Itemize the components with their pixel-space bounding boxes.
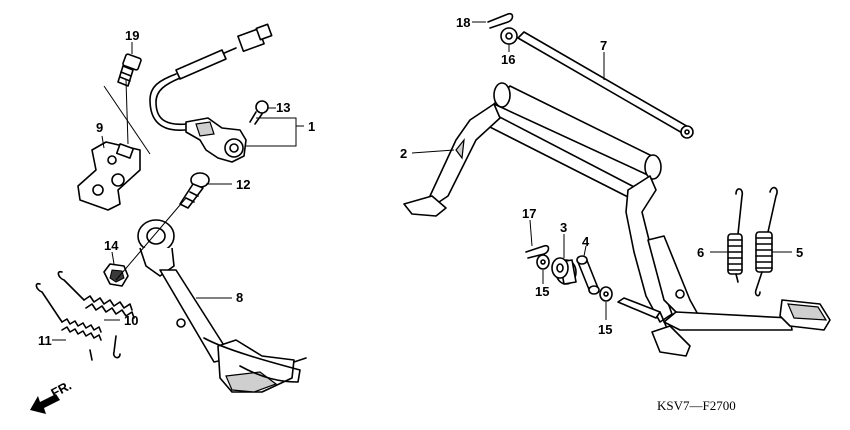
washer-16 bbox=[500, 27, 518, 45]
bolt-13 bbox=[249, 100, 269, 125]
washer-15-lower bbox=[599, 286, 613, 302]
main-stand-shaft bbox=[517, 31, 694, 139]
cotter-pin-18 bbox=[487, 12, 514, 29]
callout-7: 7 bbox=[600, 38, 607, 53]
collar-3 bbox=[551, 257, 577, 285]
callout-labels: 1 2 3 4 5 6 7 8 9 10 11 12 13 14 15 15 1… bbox=[38, 15, 803, 348]
callout-8: 8 bbox=[236, 290, 243, 305]
spring-10 bbox=[57, 270, 135, 359]
callout-9: 9 bbox=[96, 120, 103, 135]
spring-5 bbox=[754, 186, 778, 297]
callout-10: 10 bbox=[124, 313, 138, 328]
callout-16: 16 bbox=[501, 52, 515, 67]
side-stand bbox=[137, 219, 307, 393]
spring-11 bbox=[35, 282, 102, 361]
main-stand bbox=[403, 82, 831, 357]
front-arrow: FR. bbox=[30, 378, 74, 414]
callout-6: 6 bbox=[697, 245, 704, 260]
callout-3: 3 bbox=[560, 220, 567, 235]
callout-2: 2 bbox=[400, 146, 407, 161]
cotter-pin-17 bbox=[525, 244, 550, 259]
washer-15-upper bbox=[536, 254, 550, 270]
callout-4: 4 bbox=[582, 234, 590, 249]
rubber-stopper bbox=[103, 263, 129, 287]
side-stand-switch bbox=[149, 23, 273, 163]
callout-5: 5 bbox=[796, 245, 803, 260]
bracket-plate bbox=[77, 141, 141, 211]
callout-12: 12 bbox=[236, 177, 250, 192]
diagram-code: KSV7—F2700 bbox=[657, 398, 736, 413]
spring-6 bbox=[727, 188, 744, 283]
bushing-4 bbox=[576, 255, 600, 295]
callout-17: 17 bbox=[522, 206, 536, 221]
leader-lines bbox=[52, 21, 792, 341]
callout-19: 19 bbox=[125, 28, 139, 43]
bolt-19 bbox=[117, 53, 142, 87]
callout-15-upper: 15 bbox=[535, 284, 549, 299]
callout-11: 11 bbox=[38, 333, 52, 348]
pivot-bolt bbox=[179, 172, 210, 209]
callout-13: 13 bbox=[276, 100, 290, 115]
callout-15-lower: 15 bbox=[598, 322, 612, 337]
callout-18: 18 bbox=[456, 15, 470, 30]
callout-14: 14 bbox=[104, 238, 119, 253]
callout-1: 1 bbox=[308, 119, 315, 134]
